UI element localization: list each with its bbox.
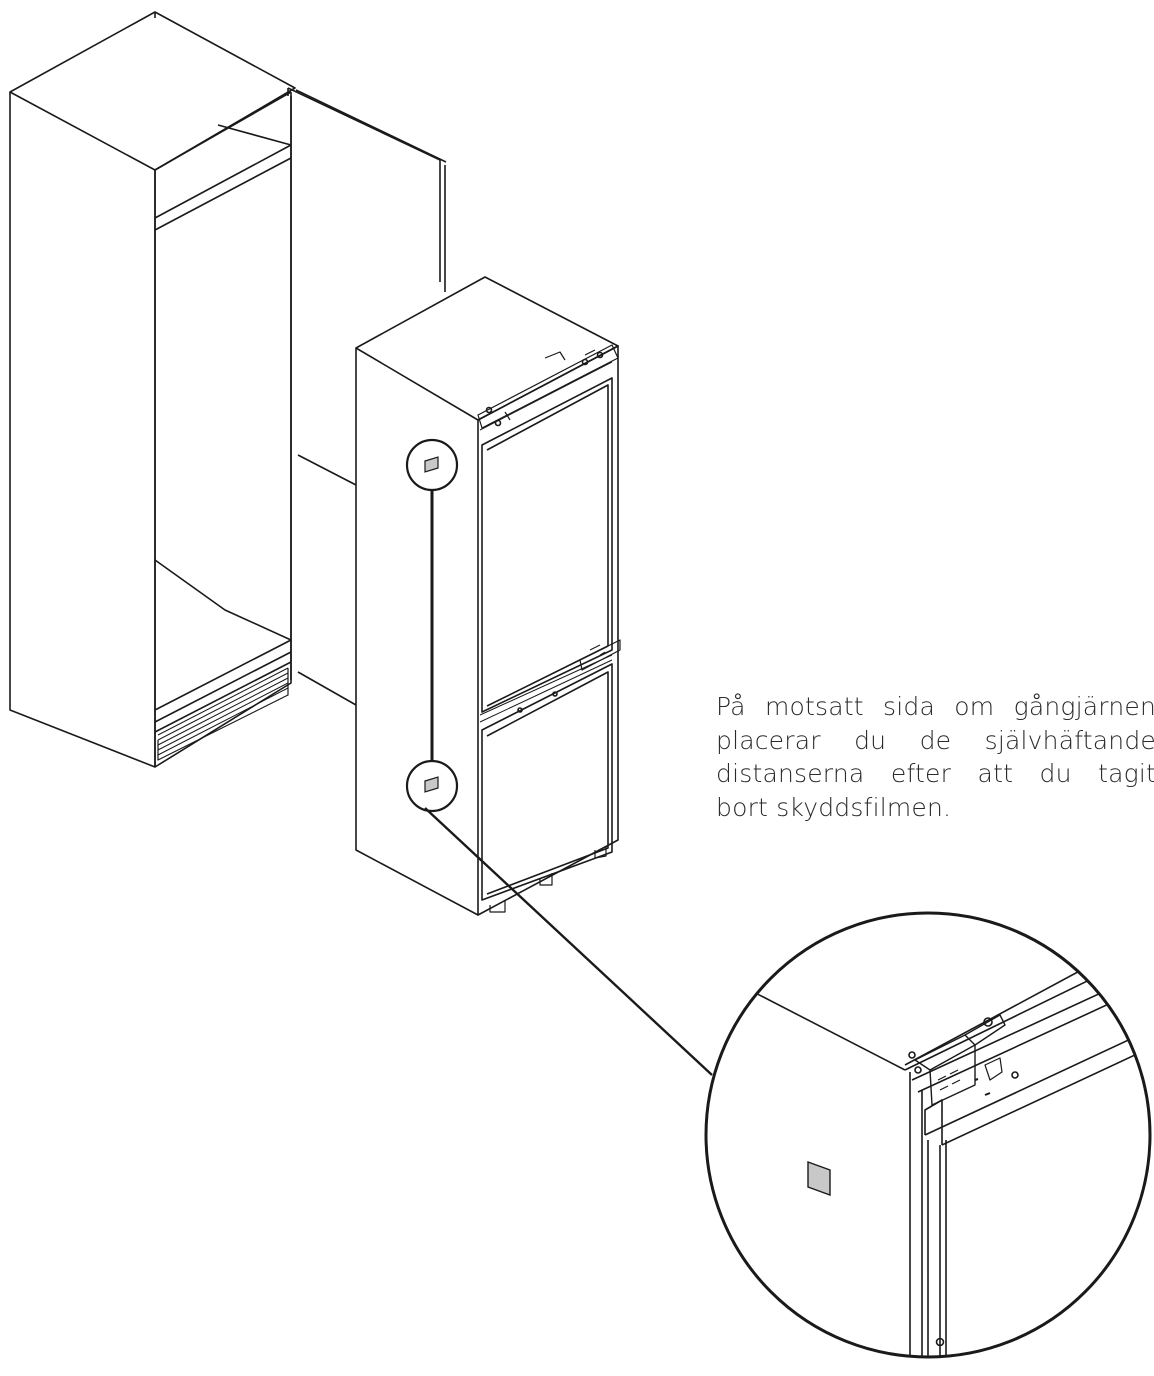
- spacer-pad-magnified: [807, 1161, 831, 1196]
- magnified-detail: [704, 911, 1152, 1359]
- spacer-pad-lower: [424, 776, 439, 793]
- fridge-appliance: [355, 276, 621, 916]
- instruction-line: På motsatt sida om gångjärnen: [716, 692, 1154, 721]
- instruction-line: distanserna efter att du tagit: [716, 759, 1154, 788]
- zoom-leader-line: [424, 807, 713, 1076]
- spacer-pad-upper: [424, 456, 439, 473]
- instruction-line: bort skyddsfilmen.: [716, 792, 952, 822]
- instruction-line: placerar du de självhäftande: [716, 725, 1154, 755]
- tall-cabinet: [9, 11, 447, 768]
- instruction-text: På motsatt sida om gångjärnen placerar d…: [716, 690, 1154, 824]
